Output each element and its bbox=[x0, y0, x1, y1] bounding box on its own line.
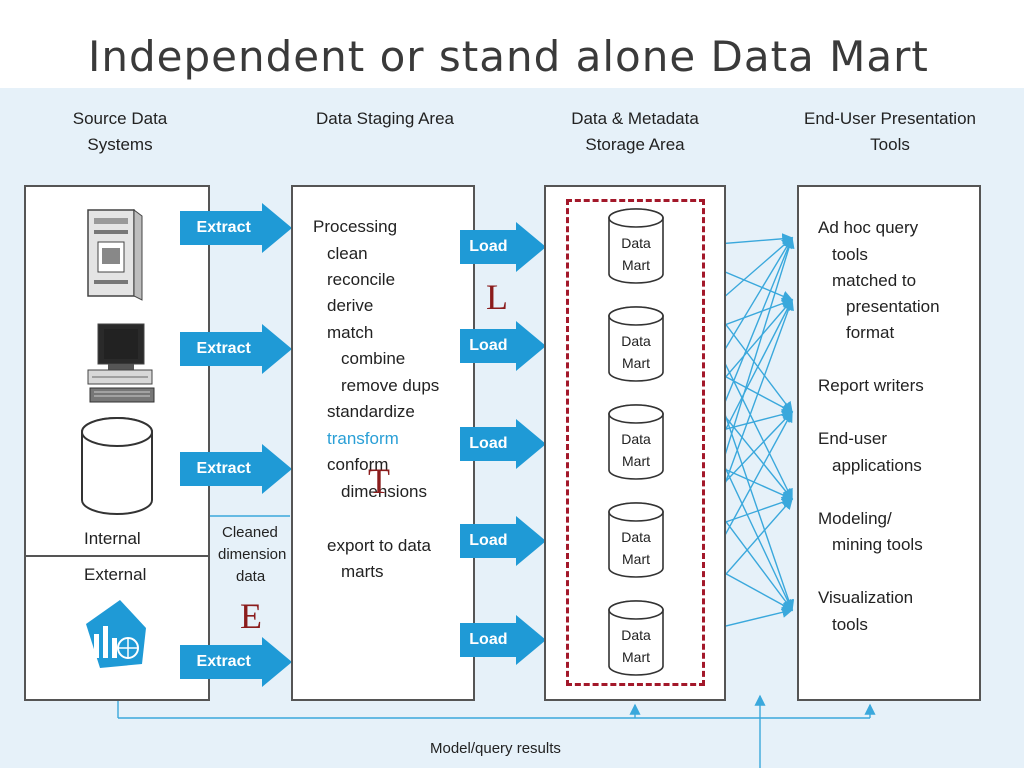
internal-external-divider bbox=[26, 555, 208, 557]
processing-heading: Processing bbox=[313, 217, 398, 236]
step-reconcile: reconcile bbox=[327, 270, 396, 289]
etl-letter-t: T bbox=[368, 461, 390, 501]
step-conform: conform bbox=[327, 455, 389, 474]
tool-modeling-2: mining tools bbox=[832, 535, 923, 554]
extract-arrow-2: Extract bbox=[180, 324, 292, 374]
database-icon bbox=[608, 404, 664, 480]
step-match: match bbox=[327, 323, 374, 342]
tool-adhoc-1: Ad hoc query bbox=[818, 218, 919, 237]
export-line-2: marts bbox=[341, 562, 384, 581]
data-mart-boundary bbox=[566, 199, 705, 686]
mart-label-line-1: Data bbox=[621, 235, 651, 251]
heading-source-systems: Source Data Systems bbox=[72, 109, 168, 154]
external-data-icon bbox=[86, 600, 146, 668]
step-standardize: standardize bbox=[327, 402, 415, 421]
data-mart-5: Data Mart bbox=[607, 600, 665, 676]
terminal-icon bbox=[87, 323, 155, 403]
load-label: Load bbox=[469, 337, 508, 354]
etl-letter-e: E bbox=[240, 596, 262, 636]
load-arrow-1: Load bbox=[460, 222, 546, 272]
presentation-tools-panel bbox=[797, 185, 981, 701]
extract-arrow-3: Extract bbox=[180, 444, 292, 494]
data-mart-4: Data Mart bbox=[607, 502, 665, 578]
tool-visualization-2: tools bbox=[832, 615, 868, 634]
extract-label: Extract bbox=[196, 340, 251, 357]
page-title: Independent or stand alone Data Mart bbox=[88, 32, 929, 81]
internal-label: Internal bbox=[84, 529, 141, 548]
extract-arrow-1: Extract bbox=[180, 203, 292, 253]
mart-label-line-2: Mart bbox=[622, 355, 650, 371]
load-arrow-2: Load bbox=[460, 321, 546, 371]
cleaned-label-3: data bbox=[236, 568, 266, 585]
export-line-1: export to data bbox=[327, 536, 431, 555]
mart-label-line-1: Data bbox=[621, 627, 651, 643]
extract-label: Extract bbox=[196, 219, 251, 236]
load-arrow-4: Load bbox=[460, 516, 546, 566]
data-mart-diagram: Source Data Systems Data Staging Area Da… bbox=[0, 88, 1024, 768]
extract-label: Extract bbox=[196, 460, 251, 477]
extract-label: Extract bbox=[196, 653, 251, 670]
mart-label-line-1: Data bbox=[621, 431, 651, 447]
mart-label-line-2: Mart bbox=[622, 551, 650, 567]
load-label: Load bbox=[469, 435, 508, 452]
cleaned-label-2: dimension bbox=[218, 546, 287, 563]
heading-staging-area: Data Staging Area bbox=[316, 109, 454, 128]
load-arrow-3: Load bbox=[460, 419, 546, 469]
step-dimensions: dimensions bbox=[341, 482, 427, 501]
heading-storage-area: Data & Metadata Storage Area bbox=[571, 109, 699, 154]
database-icon bbox=[608, 208, 664, 284]
step-transform: transform bbox=[327, 429, 399, 448]
tool-adhoc-2: tools bbox=[832, 245, 868, 264]
load-label: Load bbox=[469, 238, 508, 255]
step-combine: combine bbox=[341, 349, 406, 368]
database-cylinder-icon bbox=[81, 417, 153, 515]
heading-presentation-tools: End-User Presentation Tools bbox=[804, 109, 976, 154]
tool-adhoc-5: format bbox=[846, 323, 895, 342]
step-derive: derive bbox=[327, 296, 374, 315]
database-icon bbox=[608, 600, 664, 676]
tool-modeling-1: Modeling/ bbox=[818, 509, 892, 528]
mart-label-line-2: Mart bbox=[622, 453, 650, 469]
load-label: Load bbox=[469, 631, 508, 648]
tool-enduser-1: End-user bbox=[818, 429, 887, 448]
model-query-results-label: Model/query results bbox=[430, 740, 561, 757]
database-icon bbox=[608, 502, 664, 578]
mart-label-line-1: Data bbox=[621, 333, 651, 349]
extract-arrow-4: Extract bbox=[180, 637, 292, 687]
step-clean: clean bbox=[327, 244, 368, 263]
data-mart-1: Data Mart bbox=[607, 208, 665, 284]
data-mart-3: Data Mart bbox=[607, 404, 665, 480]
etl-letter-l: L bbox=[486, 277, 508, 317]
tool-adhoc-3: matched to bbox=[832, 271, 917, 290]
tool-enduser-2: applications bbox=[832, 456, 922, 475]
external-label: External bbox=[84, 565, 147, 584]
step-remove-dups: remove dups bbox=[341, 376, 440, 395]
cleaned-label-1: Cleaned bbox=[222, 524, 278, 541]
data-mart-2: Data Mart bbox=[607, 306, 665, 382]
load-arrow-5: Load bbox=[460, 615, 546, 665]
tool-visualization-1: Visualization bbox=[818, 588, 914, 607]
tool-adhoc-4: presentation bbox=[846, 297, 940, 316]
tool-report-writers: Report writers bbox=[818, 376, 924, 395]
mart-label-line-2: Mart bbox=[622, 649, 650, 665]
mart-label-line-1: Data bbox=[621, 529, 651, 545]
server-icon bbox=[87, 209, 143, 301]
mart-label-line-2: Mart bbox=[622, 257, 650, 273]
load-label: Load bbox=[469, 532, 508, 549]
database-icon bbox=[608, 306, 664, 382]
